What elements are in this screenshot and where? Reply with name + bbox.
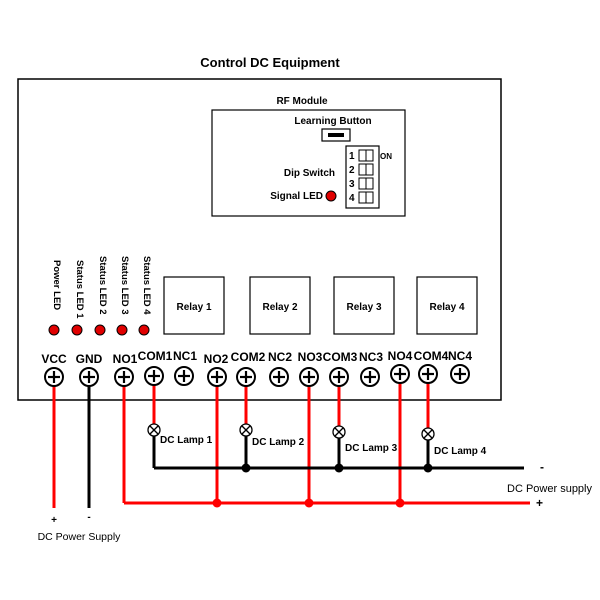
terminal-com4[interactable] [418, 364, 438, 384]
status-led-4 [138, 324, 150, 336]
terminal-nc3[interactable] [360, 367, 380, 387]
terminal-label-nc1: NC1 [173, 349, 197, 363]
terminal-com2[interactable] [236, 367, 256, 387]
relay-1-label: Relay 1 [176, 302, 211, 313]
status-led-2-label: Status LED 2 [97, 256, 108, 315]
terminal-com3[interactable] [329, 367, 349, 387]
relay-2 [249, 276, 311, 335]
board-supply-label: DC Power Supply [38, 531, 122, 543]
diagram-title: Control DC Equipment [200, 55, 340, 70]
terminal-com1[interactable] [144, 366, 164, 386]
terminal-label-com4: COM4 [414, 349, 449, 363]
dip-switch-label: Dip Switch [284, 168, 335, 179]
junction-dot [423, 463, 433, 473]
junction-dot [304, 498, 314, 508]
load-supply-minus: - [540, 460, 544, 474]
dip-switch-4[interactable] [358, 191, 374, 204]
relay-4 [416, 276, 478, 335]
terminal-gnd[interactable] [79, 367, 99, 387]
lamp-1-label: DC Lamp 1 [160, 435, 213, 446]
dip-switch-3[interactable] [358, 177, 374, 190]
dip-switch-1[interactable] [358, 149, 374, 162]
terminal-label-gnd: GND [76, 352, 103, 366]
terminal-label-com3: COM3 [323, 350, 358, 364]
board-supply-plus: + [51, 515, 57, 526]
status-led-3-label: Status LED 3 [119, 256, 130, 315]
learning-button-label: Learning Button [294, 116, 371, 127]
lamp-4-icon [421, 427, 435, 441]
signal-led [325, 190, 337, 202]
rf-module-title: RF Module [276, 96, 328, 107]
rf-module: RF Module Learning Button Dip Switch 1 2… [211, 96, 406, 217]
junction-dot [212, 498, 222, 508]
signal-led-label: Signal LED [270, 191, 323, 202]
terminal-no2[interactable] [207, 367, 227, 387]
board-supply-minus: - [87, 512, 90, 523]
lamps: DC Lamp 1 DC Lamp 2 DC Lamp 3 DC Lamp 4 [147, 423, 487, 457]
dip-number-1: 1 [349, 151, 355, 162]
power-led [48, 324, 60, 336]
relays: Relay 1 Relay 2 Relay 3 Relay 4 [163, 276, 478, 335]
dip-number-4: 4 [349, 193, 355, 204]
status-led-3 [116, 324, 128, 336]
relay-3 [333, 276, 395, 335]
lamp-3-label: DC Lamp 3 [345, 443, 398, 454]
led-labels: Power LED Status LED 1 Status LED 2 Stat… [51, 256, 152, 319]
terminal-label-nc4: NC4 [448, 349, 472, 363]
status-led-2 [94, 324, 106, 336]
load-supply-plus: + [536, 496, 543, 510]
status-led-1 [71, 324, 83, 336]
load-supply-label: DC Power supply [507, 483, 592, 495]
terminal-no4[interactable] [390, 364, 410, 384]
dip-number-3: 3 [349, 179, 355, 190]
terminal-label-no1: NO1 [113, 352, 138, 366]
relay-2-label: Relay 2 [262, 302, 297, 313]
dip-number-2: 2 [349, 165, 355, 176]
relay-4-label: Relay 4 [429, 302, 464, 313]
learning-button[interactable] [321, 128, 351, 142]
lamp-4-label: DC Lamp 4 [434, 446, 487, 457]
status-led-1-label: Status LED 1 [74, 260, 85, 319]
terminal-labels: VCC GND NO1 COM1 NC1 NO2 COM2 NC2 NO3 CO… [41, 349, 472, 366]
lamp-3-icon [332, 425, 346, 439]
lamp-2-icon [239, 423, 253, 437]
terminal-label-no4: NO4 [388, 349, 413, 363]
relay-1 [163, 276, 225, 335]
terminal-no1[interactable] [114, 367, 134, 387]
led-indicators [48, 324, 150, 336]
terminal-nc1[interactable] [174, 366, 194, 386]
terminal-nc4[interactable] [450, 364, 470, 384]
terminal-vcc[interactable] [44, 367, 64, 387]
lamp-2-label: DC Lamp 2 [252, 437, 305, 448]
status-led-4-label: Status LED 4 [141, 256, 152, 315]
terminal-label-com1: COM1 [138, 349, 173, 363]
terminal-label-vcc: VCC [41, 352, 67, 366]
dip-switch[interactable]: 1 2 3 4 [345, 145, 380, 209]
junction-dot [241, 463, 251, 473]
junction-dot [334, 463, 344, 473]
relay-3-label: Relay 3 [346, 302, 381, 313]
terminal-label-nc3: NC3 [359, 350, 383, 364]
lamp-1-icon [147, 423, 161, 437]
terminal-block [44, 364, 470, 387]
terminal-nc2[interactable] [269, 367, 289, 387]
terminal-no3[interactable] [299, 367, 319, 387]
junction-dot [395, 498, 405, 508]
dip-switch-2[interactable] [358, 163, 374, 176]
terminal-label-no2: NO2 [204, 352, 229, 366]
terminal-label-no3: NO3 [298, 350, 323, 364]
dip-on-label: ON [380, 152, 392, 161]
terminal-label-nc2: NC2 [268, 350, 292, 364]
terminal-label-com2: COM2 [231, 350, 266, 364]
power-led-label: Power LED [51, 260, 62, 310]
wiring [52, 380, 530, 508]
